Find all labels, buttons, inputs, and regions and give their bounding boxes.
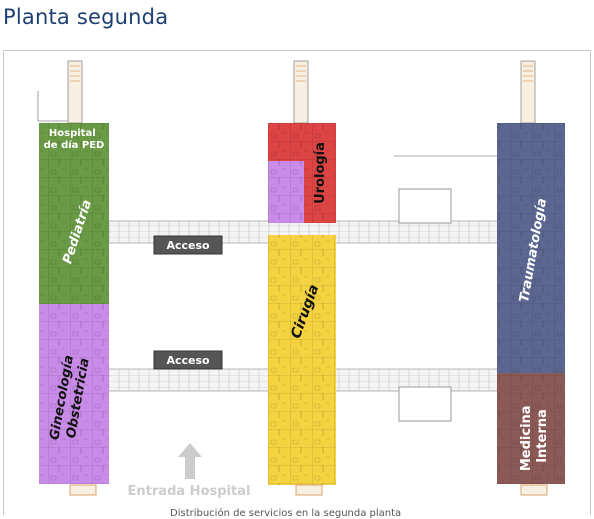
zone-pediatria (39, 159, 109, 304)
stair-top-right (520, 60, 536, 124)
zone-ginecologia (39, 304, 109, 484)
courtyard-block-lower (398, 386, 452, 422)
stair-bottom-left (69, 484, 97, 496)
courtyard-block-upper (398, 188, 452, 224)
label-medicina-interna: Medicina Interna (519, 401, 550, 471)
stair-bottom-middle (295, 484, 323, 496)
stair-bottom-right (520, 484, 548, 496)
zone-urologia (268, 123, 336, 223)
label-medicina-interna-line1: Medicina (519, 405, 534, 471)
entrance-label: Entrada Hospital (128, 484, 251, 499)
label-hospital-dia: Hospital de día PED (44, 128, 105, 151)
access-upper: Acceso (153, 235, 223, 255)
zone-traumatologia (497, 123, 565, 373)
access-lower-label: Acceso (166, 354, 210, 367)
label-hospital-dia-line1: Hospital (49, 128, 96, 139)
label-hospital-dia-line2: de día PED (44, 139, 105, 151)
stair-top-middle (293, 60, 309, 124)
arrow-up-icon (178, 443, 202, 479)
entrance: Entrada Hospital (128, 443, 251, 499)
floor-plan-drawing: Acceso Acceso Hospital de día PED Pediat… (37, 60, 565, 499)
zone-cirugia (268, 235, 336, 485)
stair-top-left (37, 60, 83, 124)
floor-plan-caption: Distribución de servicios en la segunda … (170, 508, 402, 519)
label-medicina-interna-line2: Interna (535, 409, 550, 463)
page-title: Planta segunda (3, 5, 169, 29)
floor-plan: Acceso Acceso Hospital de día PED Pediat… (3, 50, 591, 515)
access-upper-label: Acceso (166, 239, 210, 252)
label-urologia: Urología (313, 142, 328, 204)
zone-medicina-interna (497, 373, 565, 484)
access-lower: Acceso (153, 350, 223, 370)
zone-hospital-dia (39, 123, 109, 159)
